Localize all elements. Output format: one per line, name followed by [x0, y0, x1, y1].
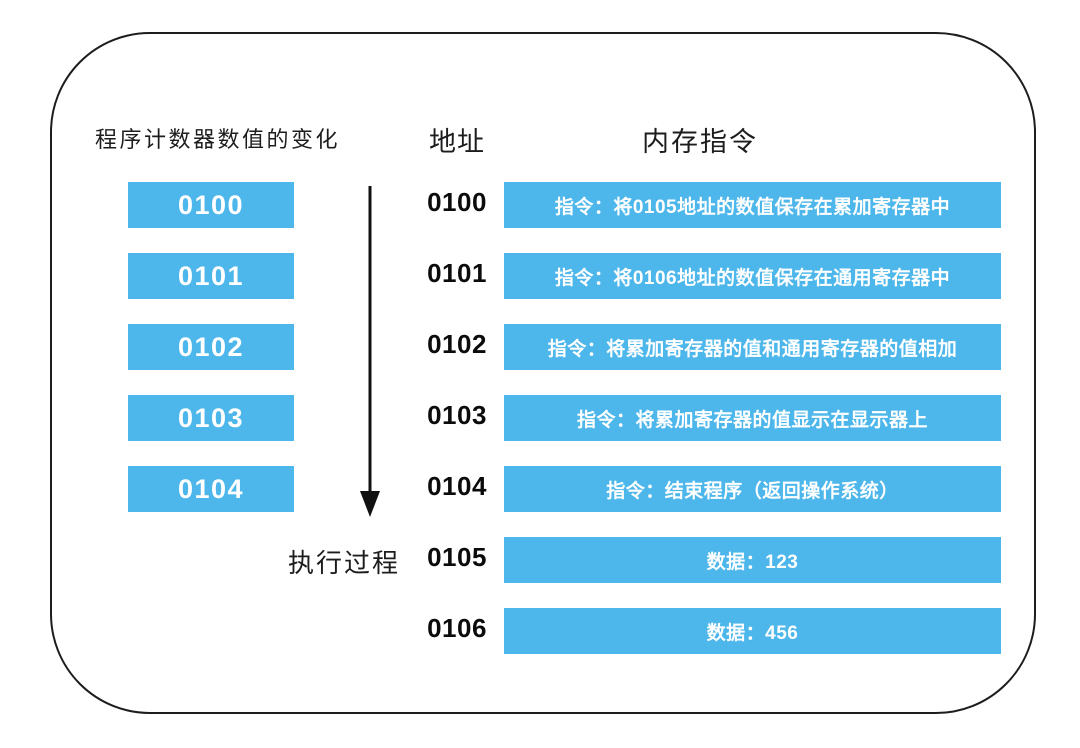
address-label: 0103: [427, 400, 487, 430]
memory-row-text: 数据：456: [706, 622, 799, 644]
memory-row-text: 指令：将0106地址的数值保存在通用寄存器中: [554, 267, 951, 289]
pc-value-label: 0104: [177, 473, 245, 504]
memory-row-box: 数据：456: [504, 608, 1001, 654]
pc-value-box: 0103: [128, 395, 294, 441]
pc-column-title: 程序计数器数值的变化: [95, 127, 341, 152]
memory-row-box: 指令：将累加寄存器的值和通用寄存器的值相加: [504, 324, 1001, 370]
pc-value-box: 0102: [128, 324, 294, 370]
memory-row-box: 指令：将0106地址的数值保存在通用寄存器中: [504, 253, 1001, 299]
pc-value-box: 0104: [128, 466, 294, 512]
memory-row-box: 指令：将累加寄存器的值显示在显示器上: [504, 395, 1001, 441]
pc-value-box: 0100: [128, 182, 294, 228]
memory-row-text: 指令：将累加寄存器的值显示在显示器上: [576, 409, 928, 431]
memory-row-text: 指令：将累加寄存器的值和通用寄存器的值相加: [547, 338, 958, 360]
address-label: 0101: [427, 258, 487, 288]
address-label: 0106: [427, 613, 487, 643]
instruction-column-header: 内存指令: [642, 127, 758, 157]
address-label: 0105: [427, 542, 487, 572]
pc-value-label: 0101: [177, 260, 245, 291]
pc-value-label: 0100: [177, 189, 245, 220]
memory-row-box: 数据：123: [504, 537, 1001, 583]
memory-row-box: 指令：结束程序（返回操作系统）: [504, 466, 1001, 512]
diagram-frame: [50, 32, 1036, 714]
memory-row-text: 指令：将0105地址的数值保存在累加寄存器中: [554, 196, 951, 218]
address-label: 0102: [427, 329, 487, 359]
address-label: 0104: [427, 471, 487, 501]
pc-value-label: 0102: [177, 331, 245, 362]
execution-flow-arrow-icon: [354, 184, 386, 518]
address-column-header: 地址: [429, 127, 485, 157]
execution-process-label: 执行过程: [287, 548, 400, 578]
address-label: 0100: [427, 187, 487, 217]
memory-row-text: 数据：123: [706, 551, 799, 573]
memory-row-text: 指令：结束程序（返回操作系统）: [606, 480, 899, 502]
memory-row-box: 指令：将0105地址的数值保存在累加寄存器中: [504, 182, 1001, 228]
pc-value-box: 0101: [128, 253, 294, 299]
pc-value-label: 0103: [177, 402, 245, 433]
